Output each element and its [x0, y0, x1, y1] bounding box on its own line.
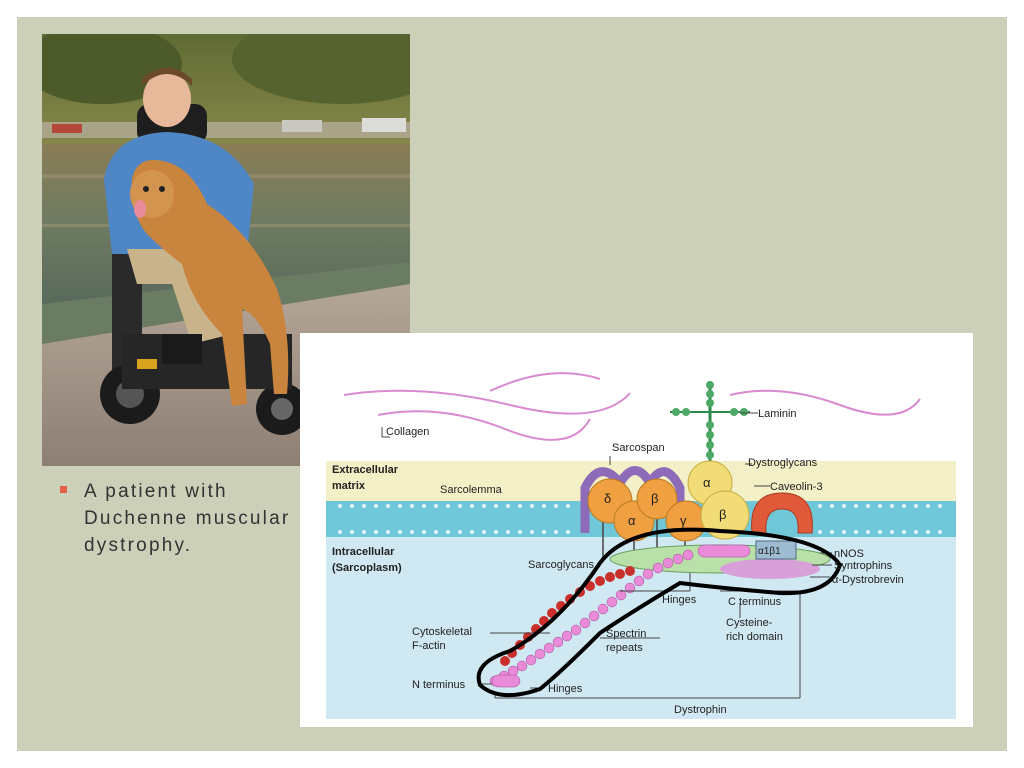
caveolin-protein	[751, 492, 813, 534]
dystroglycan-beta-symbol: β	[719, 507, 726, 522]
label-collagen: Collagen	[386, 426, 429, 438]
sarcoglycan-alpha-symbol: α	[628, 513, 636, 528]
label-intracellular-line1: Intracellular	[332, 546, 395, 558]
label-laminin: Laminin	[758, 408, 797, 420]
dystroglycan-alpha-symbol: α	[703, 475, 711, 490]
label-hinges-lower: Hinges	[548, 683, 583, 695]
label-cytoskeletal-line2: F-actin	[412, 640, 446, 652]
label-cytoskeletal-line1: Cytoskeletal	[412, 626, 472, 638]
sarcoglycan-gamma-symbol: γ	[680, 513, 687, 528]
collagen-fibers	[343, 372, 921, 441]
membrane-lipids	[338, 504, 942, 534]
sarcoglycan-beta-symbol: β	[651, 491, 658, 506]
label-extracellular-line1: Extracellular	[332, 464, 399, 476]
label-dystrophin: Dystrophin	[674, 704, 727, 716]
bullet-marker	[60, 486, 67, 493]
dystroglycan-complex	[687, 460, 750, 540]
label-dystrobrevin: α-Dystrobrevin	[832, 574, 904, 586]
label-dystroglycans: Dystroglycans	[748, 457, 818, 469]
label-extracellular-line2: matrix	[332, 480, 366, 492]
label-cysteine-line2: rich domain	[726, 631, 783, 643]
dystrophin-cysteine-domain	[697, 544, 751, 558]
label-sarcospan: Sarcospan	[612, 442, 665, 454]
label-nnos: nNOS	[834, 548, 864, 560]
label-n-terminus: N terminus	[412, 679, 466, 691]
label-caveolin: Caveolin-3	[770, 481, 823, 493]
sarcospan-protein	[580, 466, 685, 533]
sarcoglycan-delta-symbol: δ	[604, 491, 611, 506]
label-hinges-upper: Hinges	[662, 594, 697, 606]
dystrophin-n-terminal-domain	[491, 674, 521, 688]
label-spectrin-line1: Spectrin	[606, 628, 646, 640]
caption-text: A patient with Duchenne muscular dystrop…	[84, 481, 291, 556]
label-syntrophins: Syntrophins	[834, 560, 893, 572]
dystrobrevin-box-symbol: α1β1	[758, 546, 781, 557]
label-spectrin-line2: repeats	[606, 642, 643, 654]
patient-photo-illustration	[42, 34, 410, 466]
label-sarcoglycans: Sarcoglycans	[528, 559, 595, 571]
label-sarcolemma: Sarcolemma	[440, 484, 503, 496]
label-c-terminus: C terminus	[728, 596, 782, 608]
dystrophin-complex-diagram: δ α β γ α β α1β1	[300, 333, 973, 727]
label-cysteine-line1: Cysteine-	[726, 617, 773, 629]
label-intracellular-line2: (Sarcoplasm)	[332, 562, 402, 574]
dystrophin-diagram-svg: δ α β γ α β α1β1	[326, 372, 956, 719]
patient-photo	[42, 34, 410, 466]
laminin-structure	[670, 381, 750, 468]
annotation-outline	[476, 527, 843, 698]
